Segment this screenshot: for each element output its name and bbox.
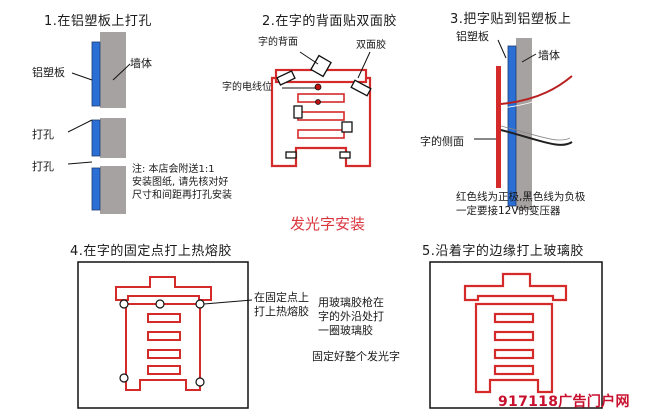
wire-note: 红色线为正极,黑色线为负极 一定要接12V的变压器 [456, 191, 586, 217]
label-hole-1: 打孔 [32, 128, 54, 141]
wire-red-inner [500, 81, 571, 109]
panel-2-double-tape [270, 51, 372, 168]
label-hole-2: 打孔 [32, 160, 54, 173]
leader-board-3 [497, 39, 507, 59]
leader-wall-3 [521, 53, 537, 63]
leader-wall-1 [112, 63, 131, 81]
wire-red [500, 75, 573, 105]
leader-hole-1 [67, 119, 93, 133]
fix-note: 固定好整个发光字 [312, 350, 400, 363]
step-1-title: 1.在铝塑板上打孔 [44, 14, 152, 29]
hot-melt-note: 在固定点上 打上热熔胶 [254, 291, 309, 318]
panel-5-glass-glue [429, 261, 603, 409]
label-aluminum-board: 铝塑板 [32, 66, 65, 79]
wall-1 [100, 32, 126, 214]
drill-hole-1 [92, 108, 126, 118]
aluminum-board-segment-1 [91, 41, 101, 107]
wall-3 [516, 38, 532, 210]
wire-black [500, 129, 573, 146]
wire-hole-2 [315, 99, 321, 105]
aluminum-board-segment-3 [91, 167, 101, 211]
glass-glue-note: 用玻璃胶枪在 字的外沿处打 一圈玻璃胶 [318, 296, 384, 337]
letter-4 [115, 276, 212, 391]
step-3-title: 3.把字贴到铝塑板上 [450, 12, 572, 27]
tape-pieces [276, 54, 372, 159]
aluminum-board-3 [507, 45, 517, 207]
label-side-of-letter: 字的侧面 [420, 135, 464, 148]
leader-tape [357, 51, 371, 79]
letter-back-outline [270, 76, 372, 168]
panel-5-frame [429, 261, 603, 409]
wire-black-inner [500, 125, 571, 141]
install-note: 注: 本店会附送1:1 安装图纸, 请先核对好 尺寸和间距再打孔安装 [132, 164, 232, 201]
label-wire-position: 字的电线位 [222, 82, 272, 93]
step-4-title: 4.在字的固定点打上热熔胶 [70, 244, 232, 259]
step-2-title: 2.在字的背面贴双面胶 [262, 14, 397, 29]
center-title: 发光字安装 [290, 215, 366, 233]
label-double-tape: 双面胶 [356, 40, 386, 51]
leader-glue [203, 299, 253, 305]
watermark: 917118广告门户网 [498, 394, 630, 410]
letter-5 [463, 272, 568, 394]
panel-1-drilling [67, 32, 131, 214]
panel-3-mounting [474, 38, 573, 210]
label-board-3: 铝塑板 [456, 30, 489, 43]
wire-hole-1 [314, 83, 322, 91]
step-5-title: 5.沿着字的边缘打上玻璃胶 [422, 244, 584, 259]
label-back-of-letter: 字的背面 [258, 37, 298, 48]
label-wall-3: 墙体 [538, 49, 560, 62]
letter-side [496, 66, 501, 188]
drill-hole-2 [92, 158, 126, 166]
aluminum-board-segment-2 [91, 119, 101, 157]
panel-4-hot-melt [77, 261, 253, 409]
panel-4-frame [77, 261, 249, 409]
glue-points [119, 299, 205, 387]
leader-back [299, 51, 319, 65]
leader-hole-2 [67, 161, 93, 165]
label-wall: 墙体 [130, 57, 152, 70]
leader-board-1 [71, 72, 93, 81]
